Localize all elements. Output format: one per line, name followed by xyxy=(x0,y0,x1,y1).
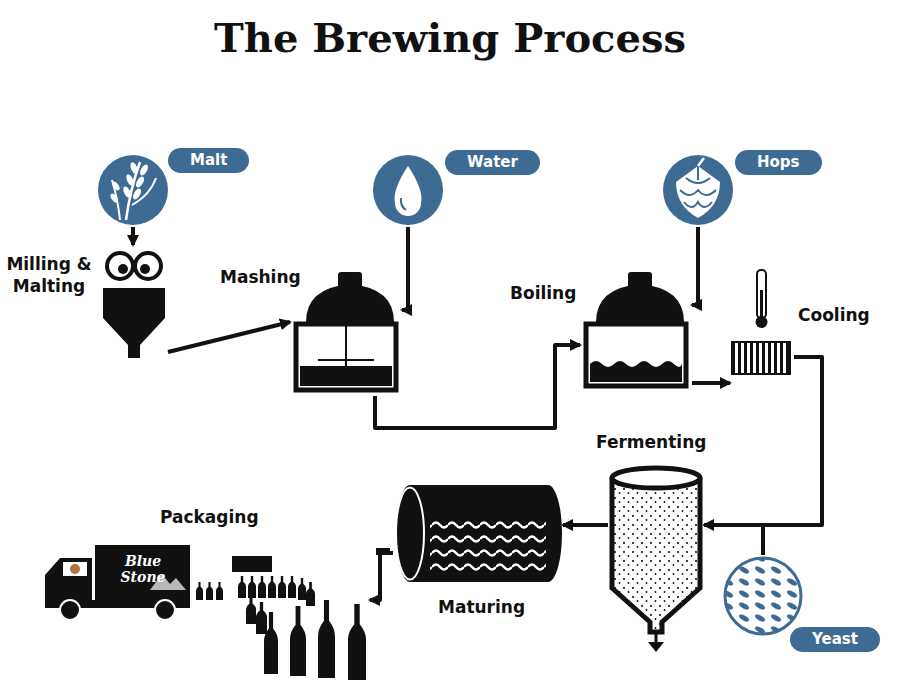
mash-tun xyxy=(296,272,396,390)
flow-pipe xyxy=(168,322,290,352)
flow-pipe xyxy=(692,227,698,305)
maturing-tank xyxy=(396,485,562,582)
ingredient-badge: Malt xyxy=(96,145,278,227)
ingredient-label: Hops xyxy=(735,150,822,175)
flow-pipe xyxy=(563,523,608,527)
ingredient-label: Malt xyxy=(168,148,249,173)
flow-pipe xyxy=(402,227,408,310)
stage-label: Mashing xyxy=(220,266,301,288)
flow-pipe xyxy=(375,345,580,428)
mill-illustration xyxy=(103,253,165,358)
packaging-stage: Packaging xyxy=(40,540,370,682)
ingredient-label: Water xyxy=(445,150,540,175)
stage-label: Cooling xyxy=(798,304,870,326)
water-icon xyxy=(373,155,443,225)
ferment-stage: Fermenting xyxy=(608,465,704,635)
flow-pipe xyxy=(131,227,135,245)
stage-label: Milling & Malting xyxy=(6,253,92,297)
yeast-icon xyxy=(725,558,801,634)
stage-label: Boiling xyxy=(510,282,576,304)
cooling-stage: Cooling xyxy=(730,268,794,376)
stage-label: Maturing xyxy=(438,596,525,618)
boil-stage: Boiling xyxy=(580,270,692,392)
boil-kettle xyxy=(586,272,686,386)
ingredient-badge: Water xyxy=(373,145,558,227)
truck-logo-text: Blue Stone xyxy=(108,553,178,585)
stage-label: Packaging xyxy=(160,506,259,528)
flow-pipe xyxy=(704,357,822,525)
cooler xyxy=(732,270,790,374)
bottling-line xyxy=(196,548,390,680)
maturing-stage: Maturing xyxy=(393,480,563,585)
mash-stage: Mashing xyxy=(290,270,402,396)
flow-pipe xyxy=(692,381,730,385)
ingredient-label: Yeast xyxy=(790,627,880,652)
ingredient-badge: Hops xyxy=(663,145,848,227)
hops-icon xyxy=(663,155,733,225)
mill-stage: Milling & Malting xyxy=(98,245,168,363)
flow-pipe xyxy=(704,525,763,555)
delivery-truck xyxy=(45,545,190,620)
ingredient-badge: Yeast xyxy=(722,555,898,657)
stage-label: Fermenting xyxy=(596,431,706,453)
diagram-title: The Brewing Process xyxy=(0,14,900,61)
flow-pipe xyxy=(370,553,393,600)
malt-icon xyxy=(98,155,168,225)
fermenter xyxy=(612,468,700,652)
